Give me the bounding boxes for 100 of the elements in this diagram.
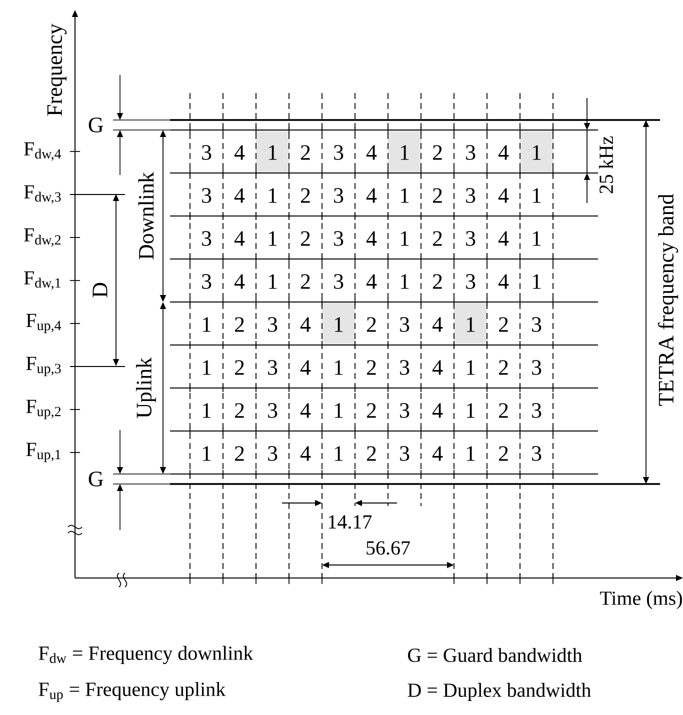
slot-number: 4	[234, 231, 245, 246]
dimension-label: TETRA frequency band	[658, 194, 678, 406]
slot-number: 2	[366, 403, 376, 418]
slot-number: 3	[202, 188, 212, 203]
slot-number: 2	[234, 446, 244, 461]
slot-number: 3	[532, 446, 542, 461]
slot-number: 3	[400, 360, 410, 375]
legend-note: D = Duplex bandwidth	[408, 682, 591, 702]
slot-number: 2	[300, 274, 310, 289]
slot-number: 4	[366, 231, 377, 246]
slot-number: 3	[334, 231, 344, 246]
slot-number: 1	[532, 274, 541, 289]
slot-number: 2	[432, 188, 442, 203]
slot-number: 3	[532, 403, 542, 418]
slot-number: 1	[334, 403, 343, 418]
slot-number: 3	[268, 360, 278, 375]
slot-number: 1	[532, 188, 541, 203]
slot-number: 1	[466, 446, 475, 461]
slot-number: 3	[268, 317, 278, 332]
frequency-label: F$_{dw,4}$	[24, 142, 62, 161]
band-label: Downlink	[138, 172, 154, 260]
slot-number: 3	[466, 231, 476, 246]
slot-number: 3	[466, 274, 476, 289]
slot-number: 2	[366, 317, 376, 332]
slot-number: 2	[366, 446, 376, 461]
dimension-label: 25 kHz	[598, 136, 614, 194]
slot-number: 1	[202, 403, 211, 418]
slot-number: 4	[300, 360, 311, 375]
slot-number: 4	[300, 403, 311, 418]
slot-number: 1	[400, 231, 409, 246]
slot-number: 2	[234, 403, 244, 418]
slot-number: 4	[432, 317, 443, 332]
slot-number: 1	[202, 317, 211, 332]
slot-number: 2	[300, 188, 310, 203]
slot-number: 2	[432, 274, 442, 289]
slot-number: 4	[498, 188, 509, 203]
slot-number: 4	[234, 188, 245, 203]
slot-number: 3	[268, 403, 278, 418]
slot-number: 4	[300, 317, 311, 332]
slot-number: 4	[498, 274, 509, 289]
frequency-label: F$_{dw,1}$	[24, 271, 60, 290]
slot-number: 1	[466, 403, 475, 418]
slot-number: 1	[268, 274, 277, 289]
frequency-label: F$_{dw,3}$	[24, 185, 61, 204]
slot-number: 4	[498, 231, 509, 246]
slot-number: 3	[334, 145, 344, 160]
dimension-label: 56.67	[366, 541, 410, 555]
frequency-label: F$_{up,3}$	[26, 356, 61, 376]
slot-number: 1	[202, 446, 211, 461]
slot-number: 3	[202, 231, 212, 246]
slot-number: 3	[334, 274, 344, 289]
slot-number: 3	[532, 317, 542, 332]
slot-number: 3	[334, 188, 344, 203]
frequency-label: F$_{up,4}$	[26, 314, 62, 334]
slot-number: 2	[498, 317, 508, 332]
slot-number: 1	[268, 231, 277, 246]
slot-number: 1	[400, 188, 409, 203]
slot-number: 3	[202, 145, 212, 160]
slot-number: 4	[366, 145, 377, 160]
legend-note: G = Guard bandwidth	[408, 648, 582, 662]
slot-number: 2	[498, 360, 508, 375]
slot-number: 3	[268, 446, 278, 461]
legend-note: F$_{up}$ = Frequency uplink	[38, 682, 226, 702]
slot-number: 3	[400, 317, 410, 332]
slot-number: 4	[498, 145, 509, 160]
slot-number: 1	[400, 274, 409, 289]
slot-number: 4	[300, 446, 311, 461]
slot-number: 1	[466, 360, 475, 375]
slot-number: 3	[400, 403, 410, 418]
dimension-label: D	[92, 282, 108, 298]
slot-number: 2	[300, 231, 310, 246]
slot-number: 4	[432, 446, 443, 461]
slot-number: 3	[532, 360, 542, 375]
slot-number: 1	[268, 188, 277, 203]
slot-number: 1	[388, 130, 421, 173]
slot-number: 4	[366, 274, 377, 289]
slot-number: 2	[234, 360, 244, 375]
guard-label: G	[88, 118, 104, 132]
slot-number: 4	[432, 403, 443, 418]
slot-number: 2	[432, 145, 442, 160]
slot-number: 1	[454, 302, 487, 345]
slot-number: 1	[256, 130, 289, 173]
dimension-label: 14.17	[328, 515, 372, 529]
slot-number: 1	[532, 231, 541, 246]
slot-number: 4	[366, 188, 377, 203]
slot-number: 2	[234, 317, 244, 332]
axis-title: Frequency	[47, 24, 67, 116]
axis-title: Time (ms)	[600, 590, 682, 610]
frequency-label: F$_{up,2}$	[26, 400, 61, 420]
frequency-label: F$_{dw,2}$	[24, 228, 61, 247]
slot-number: 4	[234, 274, 245, 289]
frequency-label: F$_{up,1}$	[26, 442, 60, 462]
slot-number: 2	[498, 446, 508, 461]
slot-number: 2	[498, 403, 508, 418]
slot-number: 2	[432, 231, 442, 246]
slot-number: 4	[432, 360, 443, 375]
slot-number: 3	[466, 188, 476, 203]
slot-number: 2	[300, 145, 310, 160]
slot-number: 1	[520, 130, 553, 173]
slot-number: 3	[202, 274, 212, 289]
